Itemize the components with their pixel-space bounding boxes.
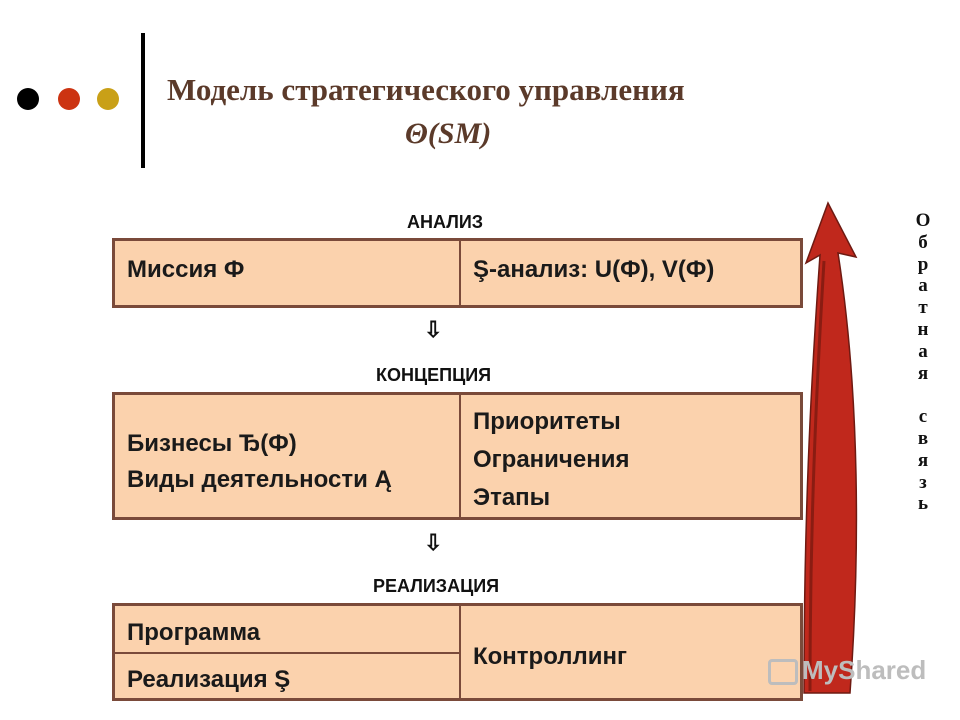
activities-line: Виды деятельности Ą <box>127 466 392 493</box>
down-arrow-icon: ⇩ <box>424 317 443 342</box>
mission-cell: Миссия Ф <box>127 256 245 283</box>
page-subtitle: Θ(SM) <box>405 117 492 150</box>
section-label-implementation: РЕАЛИЗАЦИЯ <box>373 576 500 596</box>
watermark: MyShared <box>768 655 926 686</box>
analysis-box: Миссия Ф Ş-анализ: U(Ф), V(Ф) <box>112 238 803 308</box>
section-label-analysis: АНАЛИЗ <box>407 212 484 232</box>
watermark-logo-icon <box>768 659 798 686</box>
yellow-dot <box>97 88 119 110</box>
program-cell: Программа <box>127 619 261 646</box>
implementation-box: Программа Реализация Ş Контроллинг <box>112 603 803 701</box>
page-title: Модель стратегического управления <box>167 72 685 107</box>
stages-line: Этапы <box>473 484 551 511</box>
concept-divider <box>459 395 461 517</box>
implementation-divider <box>459 606 461 698</box>
realization-cell: Реализация Ş <box>127 666 291 693</box>
constraints-line: Ограничения <box>473 446 630 473</box>
s-analysis-cell: Ş-анализ: U(Ф), V(Ф) <box>473 256 715 283</box>
section-label-concept: КОНЦЕПЦИЯ <box>376 365 492 385</box>
feedback-label: О б р а т н а я с в я з ь <box>915 210 931 515</box>
implementation-row-divider <box>115 652 459 654</box>
priorities-line: Приоритеты <box>473 408 621 435</box>
red-dot <box>58 88 80 110</box>
black-dot <box>17 88 39 110</box>
controlling-cell: Контроллинг <box>473 643 628 670</box>
feedback-arrow-icon <box>803 201 858 694</box>
down-arrow-icon: ⇩ <box>424 530 443 555</box>
title-divider <box>141 33 145 168</box>
analysis-divider <box>459 241 461 305</box>
businesses-line: Бизнесы Ђ(Ф) <box>127 430 297 457</box>
concept-box: Бизнесы Ђ(Ф) Виды деятельности Ą Приорит… <box>112 392 803 520</box>
